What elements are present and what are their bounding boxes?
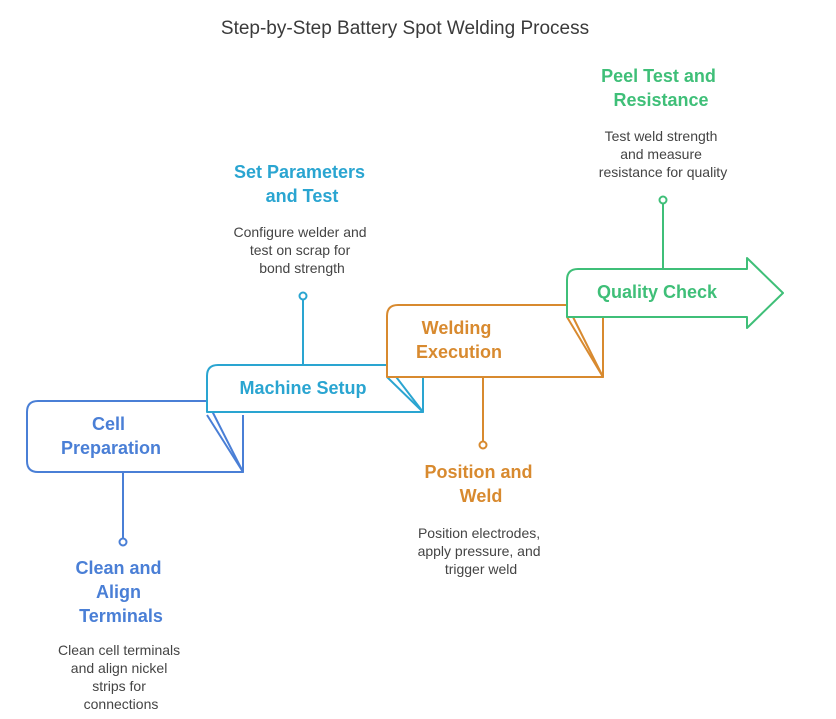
- step-4-label-line-1: Quality Check: [597, 282, 718, 302]
- connector-step-1: [118, 472, 128, 547]
- annotation-1-desc-line-4: connections: [84, 696, 159, 712]
- annotation-2-desc-line-3: bond strength: [259, 260, 345, 276]
- annotation-4-title-line-1: Peel Test and: [601, 66, 716, 86]
- step-1-label: Cell Preparation: [61, 414, 161, 458]
- connector-step-3: [478, 377, 488, 450]
- step-welding-execution: Welding Execution: [386, 304, 604, 378]
- step-2-label: Machine Setup: [239, 378, 366, 398]
- annotation-clean-and-align-terminals: Clean and Align Terminals Clean cell ter…: [58, 558, 184, 712]
- annotation-1-desc-line-3: strips for: [92, 678, 146, 694]
- annotation-3-title: Position and Weld: [424, 462, 537, 506]
- step-1-box: [26, 400, 244, 473]
- annotation-1-title-line-1: Clean and: [75, 558, 161, 578]
- diagram-title: Step-by-Step Battery Spot Welding Proces…: [221, 18, 589, 39]
- annotation-2-title: Set Parameters and Test: [234, 162, 370, 206]
- annotation-2-desc-line-1: Configure welder and: [234, 224, 367, 240]
- step-4-arrow: [566, 257, 784, 329]
- annotation-1-desc-line-1: Clean cell terminals: [58, 642, 180, 658]
- annotation-1-desc-line-2: and align nickel: [71, 660, 168, 676]
- annotation-3-desc-line-1: Position electrodes,: [418, 525, 540, 541]
- connector-step-2: [298, 291, 308, 365]
- annotation-3-description: Position electrodes, apply pressure, and…: [418, 525, 545, 577]
- annotation-position-and-weld: Position and Weld Position electrodes, a…: [418, 462, 545, 577]
- annotation-3-desc-line-2: apply pressure, and: [418, 543, 541, 559]
- step-3-label-line-1: Welding: [422, 318, 492, 338]
- annotation-4-title: Peel Test and Resistance: [601, 66, 721, 110]
- annotation-1-title-line-3: Terminals: [79, 606, 163, 626]
- connector-dot: [478, 440, 488, 450]
- annotation-4-desc-line-3: resistance for quality: [599, 164, 727, 180]
- step-3-fold: [566, 316, 604, 378]
- annotation-3-title-line-1: Position and: [424, 462, 532, 482]
- annotation-2-description: Configure welder and test on scrap for b…: [234, 224, 371, 276]
- annotation-set-parameters-and-test: Set Parameters and Test Configure welder…: [234, 162, 371, 276]
- step-2-fold: [386, 376, 424, 413]
- connector-dot: [118, 537, 128, 547]
- step-1-label-line-2: Preparation: [61, 438, 161, 458]
- annotation-4-desc-line-2: and measure: [620, 146, 702, 162]
- step-1-fold: [206, 414, 244, 473]
- step-2-label-line-1: Machine Setup: [239, 378, 366, 398]
- annotation-4-description: Test weld strength and measure resistanc…: [599, 128, 727, 180]
- step-3-label: Welding Execution: [416, 318, 502, 362]
- step-2-box: [206, 364, 424, 413]
- step-3-label-line-2: Execution: [416, 342, 502, 362]
- annotation-2-title-line-1: Set Parameters: [234, 162, 365, 182]
- annotation-1-title-line-2: Align: [96, 582, 141, 602]
- annotation-peel-test-and-resistance: Peel Test and Resistance Test weld stren…: [599, 66, 727, 180]
- annotation-2-desc-line-2: test on scrap for: [250, 242, 351, 258]
- annotation-4-title-line-2: Resistance: [613, 90, 708, 110]
- step-3-box: [386, 304, 604, 378]
- connector-dot: [658, 195, 668, 205]
- annotation-1-description: Clean cell terminals and align nickel st…: [58, 642, 184, 712]
- annotation-3-desc-line-3: trigger weld: [445, 561, 517, 577]
- connector-step-4: [658, 195, 668, 269]
- annotation-1-title: Clean and Align Terminals: [75, 558, 166, 626]
- step-4-label: Quality Check: [597, 282, 718, 302]
- step-machine-setup: Machine Setup: [206, 364, 424, 413]
- connector-dot: [298, 291, 308, 301]
- annotation-2-title-line-2: and Test: [266, 186, 339, 206]
- step-quality-check: Quality Check: [566, 257, 784, 329]
- annotation-4-desc-line-1: Test weld strength: [605, 128, 718, 144]
- annotation-3-title-line-2: Weld: [460, 486, 503, 506]
- step-cell-preparation: Cell Preparation: [26, 400, 244, 473]
- step-1-label-line-1: Cell: [92, 414, 125, 434]
